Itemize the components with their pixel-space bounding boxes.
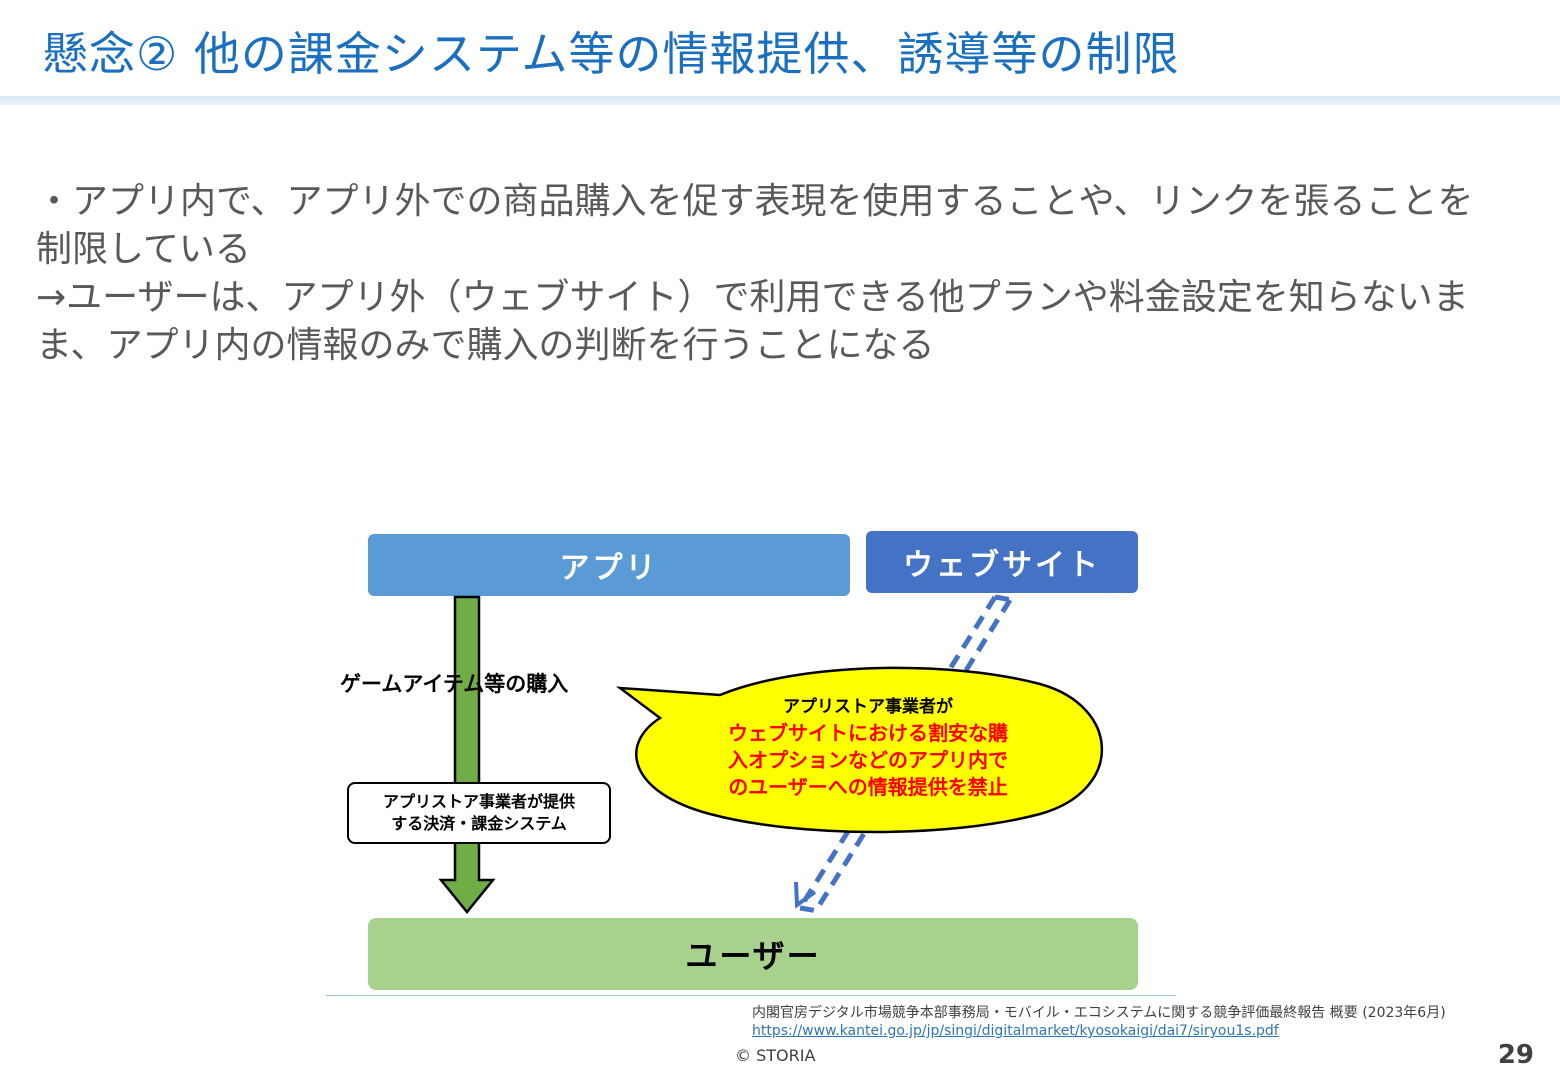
- body-paragraph-consequence: →ユーザーは、アプリ外（ウェブサイト）で利用できる他プランや料金設定を知らないま…: [36, 277, 1469, 366]
- purchase-arrow: [438, 595, 496, 914]
- body-paragraph-restriction: ・アプリ内で、アプリ外での商品購入を促す表現を使用することや、リンクを張ることを…: [36, 181, 1474, 270]
- slide-title: 懸念② 他の課金システム等の情報提供、誘導等の制限: [42, 27, 1180, 81]
- user-box: ユーザー: [368, 918, 1138, 990]
- bubble-heading: アプリストア事業者が: [783, 697, 953, 717]
- page-number: 29: [1497, 1040, 1534, 1070]
- prohibition-speech-bubble: [615, 666, 1104, 834]
- bubble-line-1: ウェブサイトにおける割安な購: [728, 721, 1008, 745]
- app-box: アプリ: [368, 534, 850, 596]
- purchase-label: ゲームアイテム等の購入: [340, 672, 569, 696]
- blocked-info-arrow-head: [794, 881, 817, 909]
- source-link[interactable]: https://www.kantei.go.jp/jp/singi/digita…: [752, 1023, 1279, 1039]
- payment-system-box: アプリストア事業者が提供 する決済・課金システム: [347, 782, 611, 844]
- source-citation: 内閣官房デジタル市場競争本部事務局・モバイル・エコシステムに関する競争評価最終報…: [752, 1005, 1446, 1021]
- bubble-line-3: のユーザーへの情報提供を禁止: [728, 775, 1008, 799]
- footer-divider: [326, 995, 1176, 996]
- copyright: © STORIA: [735, 1046, 816, 1065]
- body-text: ・アプリ内で、アプリ外での商品購入を促す表現を使用することや、リンクを張ることを…: [36, 178, 1496, 370]
- bubble-text: アプリストア事業者が ウェブサイトにおける割安な購 入オプションなどのアプリ内で…: [690, 694, 1046, 801]
- payment-system-line-1: アプリストア事業者が提供: [382, 792, 575, 811]
- website-box: ウェブサイト: [866, 531, 1138, 593]
- payment-system-line-2: する決済・課金システム: [391, 814, 567, 833]
- blocked-info-arrow: [797, 594, 1013, 914]
- title-underline: [0, 96, 1560, 105]
- bubble-line-2: 入オプションなどのアプリ内で: [728, 748, 1008, 772]
